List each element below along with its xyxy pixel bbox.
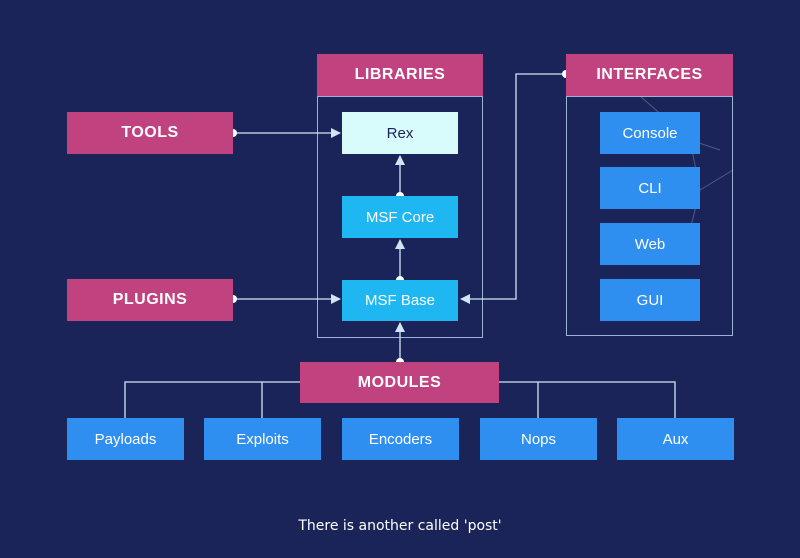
modules-tree-left [124, 381, 300, 418]
interfaces-frame [566, 96, 733, 336]
interface-console: Console [600, 112, 700, 154]
modules-tree-right [499, 381, 676, 418]
interfaces-to-base-connector [460, 73, 566, 304]
tools-box: TOOLS [67, 112, 233, 154]
libraries-header: LIBRARIES [317, 54, 483, 96]
module-payloads: Payloads [67, 418, 184, 460]
module-aux: Aux [617, 418, 734, 460]
interface-cli: CLI [600, 167, 700, 209]
interfaces-header: INTERFACES [566, 54, 733, 96]
caption-text: There is another called 'post' [298, 518, 502, 534]
msf-core-box: MSF Core [342, 196, 458, 238]
interface-gui: GUI [600, 279, 700, 321]
msf-base-box: MSF Base [342, 280, 458, 321]
rex-box: Rex [342, 112, 458, 154]
modules-box: MODULES [300, 362, 499, 403]
module-encoders: Encoders [342, 418, 459, 460]
interface-web: Web [600, 223, 700, 265]
plugins-box: PLUGINS [67, 279, 233, 321]
module-exploits: Exploits [204, 418, 321, 460]
module-nops: Nops [480, 418, 597, 460]
